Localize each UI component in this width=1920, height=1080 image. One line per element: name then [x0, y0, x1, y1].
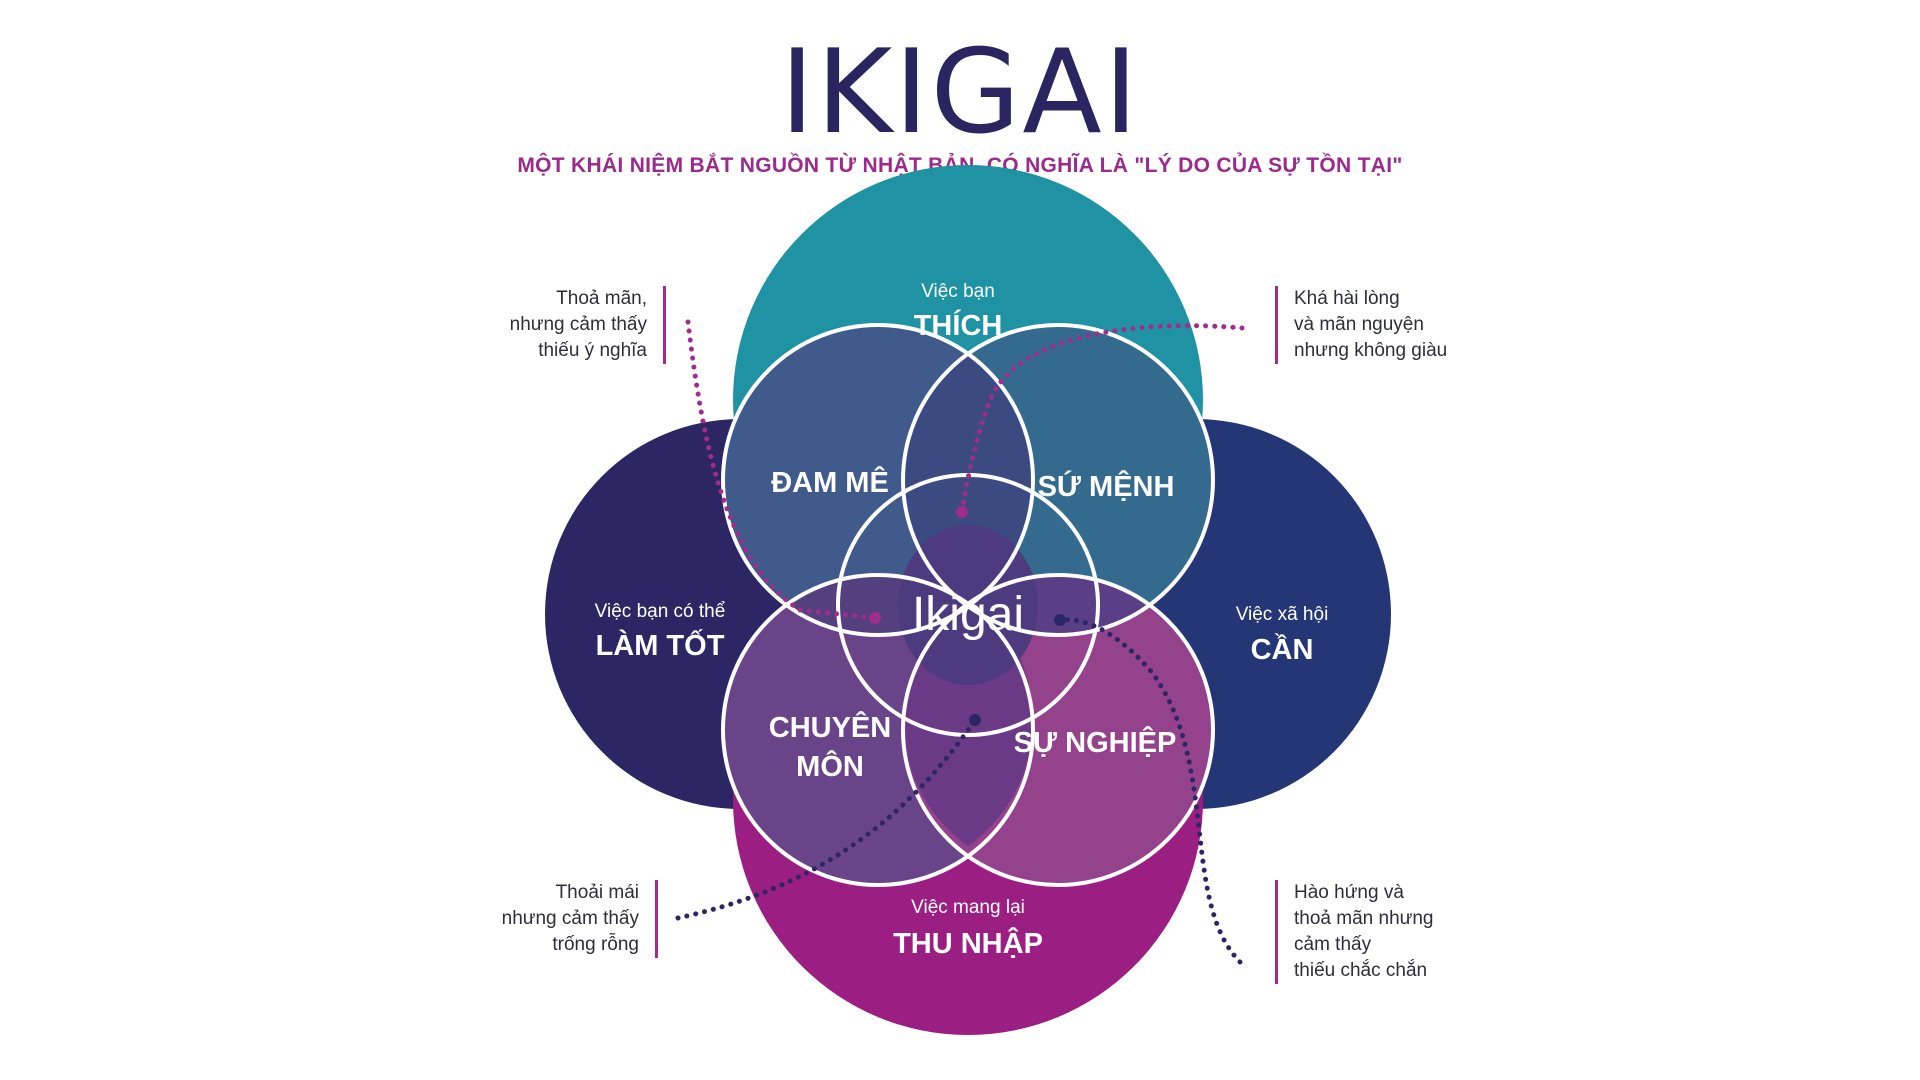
- love-big-label: THÍCH: [914, 308, 1003, 342]
- note-bottom-left-line: trống rỗng: [552, 934, 639, 955]
- connector-top-left: [685, 319, 878, 621]
- note-bottom-right-line: thiếu chắc chắn: [1294, 960, 1428, 981]
- connector-bottom-right: [1057, 617, 1243, 965]
- love-small-label: Việc bạn: [921, 281, 995, 302]
- paid-small-label: Việc mang lại: [911, 897, 1025, 918]
- note-top-right-line: Khá hài lòng: [1294, 288, 1400, 309]
- note-bottom-left: Thoải mái nhưng cảm thấy trống rỗng: [502, 880, 658, 958]
- note-bottom-right-line: thoả mãn nhưng: [1294, 908, 1434, 929]
- note-top-left-line: thiếu ý nghĩa: [538, 340, 647, 361]
- note-top-left-line: nhưng cảm thấy: [509, 314, 647, 335]
- needs-big-label: CẦN: [1251, 632, 1314, 666]
- profession-label-line1: CHUYÊN: [769, 710, 891, 744]
- note-top-left-line: Thoả mãn,: [556, 288, 647, 309]
- needs-small-label: Việc xã hội: [1236, 604, 1329, 625]
- note-bottom-right-line: Hào hứng và: [1294, 882, 1404, 903]
- note-bottom-right: Hào hứng và thoả mãn nhưng cảm thấy thiế…: [1275, 880, 1434, 984]
- note-bottom-left-line: Thoải mái: [555, 882, 639, 903]
- good-at-big-label: LÀM TỐT: [596, 628, 725, 662]
- page-title: IKIGAI: [780, 25, 1140, 160]
- ikigai-center-label: Ikigai: [912, 588, 1024, 641]
- connector-bottom-left: [675, 717, 978, 921]
- note-top-left: Thoả mãn, nhưng cảm thấy thiếu ý nghĩa: [510, 286, 666, 364]
- passion-label: ĐAM MÊ: [771, 465, 889, 499]
- profession-label-line2: MÔN: [796, 749, 864, 783]
- paid-big-label: THU NHẬP: [893, 926, 1043, 960]
- good-at-small-label: Việc bạn có thể: [595, 601, 726, 622]
- note-top-right-line: nhưng không giàu: [1294, 340, 1448, 361]
- note-top-right-line: và mãn nguyện: [1294, 314, 1424, 335]
- note-top-right: Khá hài lòng và mãn nguyện nhưng không g…: [1275, 286, 1447, 364]
- connector-top-right: [959, 323, 1245, 515]
- mission-label: SỨ MỆNH: [1038, 469, 1175, 503]
- note-bottom-right-line: cảm thấy: [1294, 934, 1372, 955]
- vocation-label: SỰ NGHIỆP: [1014, 725, 1177, 759]
- note-bottom-left-line: nhưng cảm thấy: [501, 908, 639, 929]
